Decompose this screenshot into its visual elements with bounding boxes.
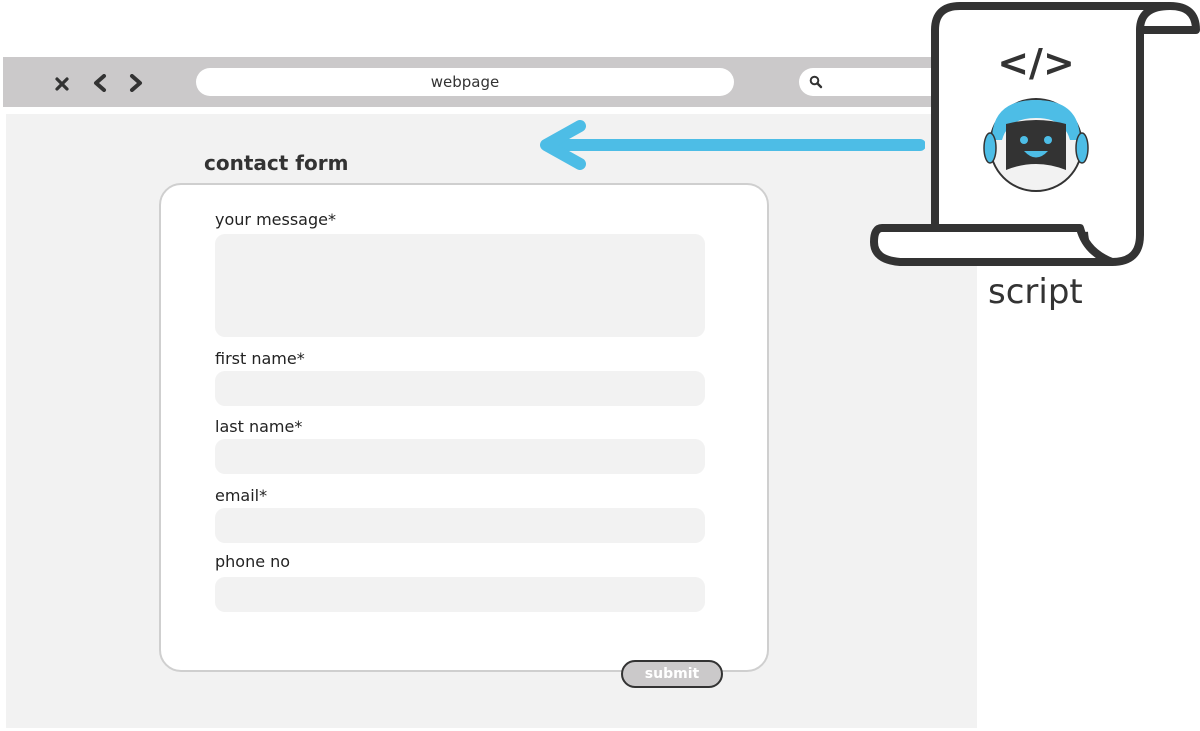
first-name-input[interactable] — [215, 371, 705, 406]
chevron-left-icon[interactable] — [91, 74, 109, 92]
chevron-right-icon[interactable] — [127, 74, 145, 92]
email-label: email* — [215, 486, 268, 505]
submit-label: submit — [644, 666, 700, 682]
first-name-label: first name* — [215, 349, 305, 368]
script-scroll-icon: </> — [870, 2, 1200, 266]
phone-label: phone no — [215, 552, 291, 571]
last-name-label: last name* — [215, 417, 303, 436]
close-icon[interactable] — [53, 74, 71, 92]
search-icon — [809, 75, 823, 89]
script-label: script — [988, 272, 1083, 312]
submit-button[interactable]: submit — [621, 660, 723, 688]
message-label: your message* — [215, 210, 336, 229]
arrow-left-icon — [540, 120, 925, 170]
form-title: contact form — [204, 151, 349, 175]
code-icon: </> — [997, 41, 1075, 85]
message-textarea[interactable] — [215, 234, 705, 337]
email-input[interactable] — [215, 508, 705, 543]
robot-icon — [983, 98, 1089, 192]
url-text: webpage — [430, 73, 500, 91]
phone-input[interactable] — [215, 577, 705, 612]
url-bar[interactable]: webpage — [196, 68, 734, 96]
last-name-input[interactable] — [215, 439, 705, 474]
